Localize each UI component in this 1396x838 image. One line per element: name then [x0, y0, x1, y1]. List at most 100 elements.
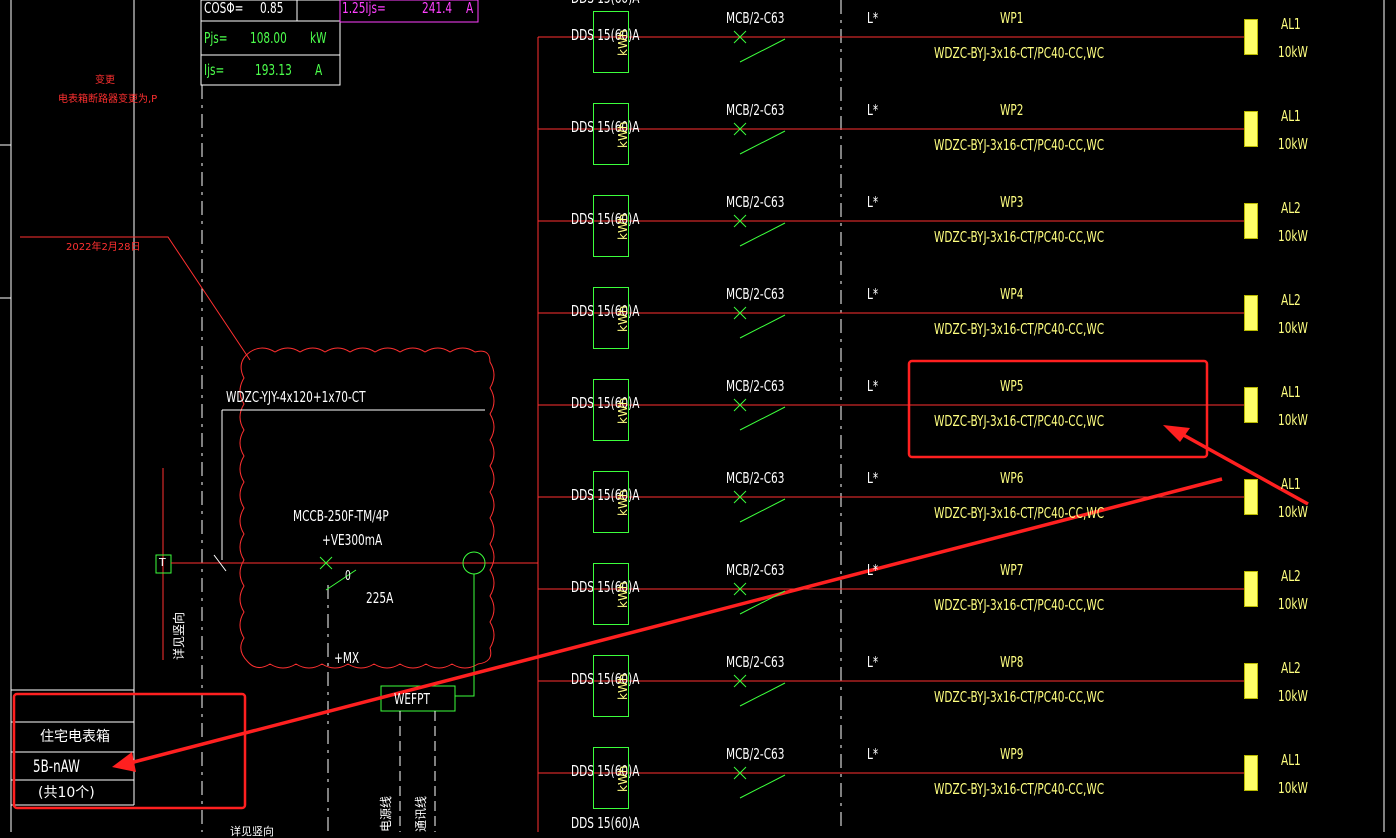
- circuit-breaker-blade: [739, 590, 786, 615]
- power-label: 10kW: [1278, 503, 1308, 521]
- meterbox-name: 住宅电表箱: [40, 729, 110, 745]
- phase-label: L*: [867, 9, 879, 27]
- revision-cloud: [239, 347, 495, 669]
- vertical-ref-label: 详见竖向: [172, 611, 186, 660]
- cable-label: WDZC-BYJ-3x16-CT/PC40-CC,WC: [934, 228, 1105, 246]
- wp-label: WP5: [1000, 377, 1024, 395]
- arrow-to-meterbox: [129, 477, 1223, 765]
- wp-label: WP8: [1000, 653, 1024, 671]
- arrow-to-meterbox-head: [112, 752, 136, 772]
- ijs125-label: 1.25Ijs=: [342, 0, 386, 17]
- load-label: AL2: [1281, 659, 1301, 677]
- meter-label-partial-top: DDS 15(60)A: [571, 0, 639, 6]
- load-lamp: [1244, 663, 1258, 699]
- meter-unit-label: kWh: [616, 581, 630, 608]
- main-breaker-x2: [319, 556, 333, 570]
- spd-lead: [455, 574, 475, 697]
- wp-label: WP1: [1000, 9, 1024, 27]
- ijs125-value: 241.4: [422, 0, 453, 17]
- meterbox-code: 5B-nAW: [33, 757, 80, 777]
- meter-label: DDS 15(60)A: [571, 670, 640, 688]
- feeder-tick: [213, 554, 227, 572]
- breaker-label: MCB/2-C63: [726, 193, 785, 211]
- load-lamp: [1244, 755, 1258, 791]
- phase-label: L*: [867, 193, 879, 211]
- meter-unit-label: kWh: [616, 305, 630, 332]
- power-label: 10kW: [1278, 135, 1308, 153]
- breaker-label: MCB/2-C63: [726, 561, 785, 579]
- load-lamp: [1244, 203, 1258, 239]
- mx-label: +MX: [334, 649, 360, 667]
- load-lamp: [1244, 571, 1258, 607]
- meter-label: DDS 15(60)A: [571, 394, 640, 412]
- meter-unit-label: kWh: [616, 29, 630, 56]
- cable-label: WDZC-BYJ-3x16-CT/PC40-CC,WC: [934, 136, 1105, 154]
- meter-unit-label: kWh: [616, 397, 630, 424]
- wefpt-label: WEFPT: [394, 690, 430, 708]
- circuit-breaker-x2: [733, 30, 747, 44]
- arrow-to-wp5: [1177, 430, 1309, 506]
- cable-label: WDZC-BYJ-3x16-CT/PC40-CC,WC: [934, 412, 1105, 430]
- wp-label: WP2: [1000, 101, 1024, 119]
- meter-box: kWh: [593, 11, 630, 73]
- breaker-label: MCB/2-C63: [726, 745, 785, 763]
- t-box: [155, 554, 172, 574]
- meter-box: kWh: [593, 655, 630, 717]
- circuit-breaker-blade: [739, 130, 786, 155]
- power-label: 10kW: [1278, 411, 1308, 429]
- cable-label: WDZC-BYJ-3x16-CT/PC40-CC,WC: [934, 688, 1105, 706]
- load-label: AL2: [1281, 567, 1301, 585]
- change-title: 变更: [95, 75, 115, 86]
- arrow-to-wp5-head: [1163, 425, 1190, 442]
- phase-label: L*: [867, 285, 879, 303]
- load-label: AL1: [1281, 383, 1301, 401]
- circuit-breaker-x2: [733, 214, 747, 228]
- pjs-label: Pjs=: [204, 29, 228, 47]
- meter-unit-label: kWh: [616, 673, 630, 700]
- load-label: AL1: [1281, 107, 1301, 125]
- load-label: AL1: [1281, 475, 1301, 493]
- meter-unit-label: kWh: [616, 489, 630, 516]
- load-lamp: [1244, 295, 1258, 331]
- breaker-label: MCB/2-C63: [726, 101, 785, 119]
- load-lamp: [1244, 19, 1258, 55]
- circuit-breaker-blade: [739, 314, 786, 339]
- meter-box: kWh: [593, 103, 630, 165]
- meter-box: kWh: [593, 471, 630, 533]
- power-label: 10kW: [1278, 779, 1308, 797]
- load-label: AL2: [1281, 199, 1301, 217]
- power-label: 10kW: [1278, 319, 1308, 337]
- circuit-breaker-blade: [739, 682, 786, 707]
- power-label: 10kW: [1278, 43, 1308, 61]
- load-label: AL1: [1281, 751, 1301, 769]
- meter-label: DDS 15(60)A: [571, 486, 640, 504]
- wp-label: WP7: [1000, 561, 1024, 579]
- t-box-label: T: [159, 556, 166, 569]
- meter-label-partial-bottom: DDS 15(60)A: [571, 814, 640, 832]
- meterbox-count: (共10个): [38, 785, 95, 801]
- cable-label: WDZC-BYJ-3x16-CT/PC40-CC,WC: [934, 320, 1105, 338]
- phase-label: L*: [867, 561, 879, 579]
- wp-label: WP3: [1000, 193, 1024, 211]
- revision-date: 2022年2月28日: [66, 242, 141, 253]
- cable-label: WDZC-BYJ-3x16-CT/PC40-CC,WC: [934, 44, 1105, 62]
- breaker-label: MCB/2-C63: [726, 377, 785, 395]
- circuit-breaker-blade: [739, 774, 786, 799]
- change-note: 电表箱断路器变更为,P: [58, 94, 158, 105]
- cable-label: WDZC-BYJ-3x16-CT/PC40-CC,WC: [934, 780, 1105, 798]
- main-breaker-blade: [325, 569, 357, 591]
- breaker-label: MCB/2-C63: [726, 469, 785, 487]
- rcd-label: +VE300mA: [322, 531, 383, 549]
- phase-label: L*: [867, 469, 879, 487]
- calc-table: [200, 0, 341, 86]
- cos-value: 0.85: [260, 0, 284, 17]
- circuit-breaker-x2: [733, 122, 747, 136]
- circuit-breaker-blade: [739, 498, 786, 523]
- power-label: 10kW: [1278, 687, 1308, 705]
- ijs125-unit: A: [466, 0, 474, 17]
- breaker-label: MCB/2-C63: [726, 653, 785, 671]
- power-line-label: 电源线: [379, 795, 393, 832]
- wp-label: WP4: [1000, 285, 1024, 303]
- circuit-breaker-x2: [733, 306, 747, 320]
